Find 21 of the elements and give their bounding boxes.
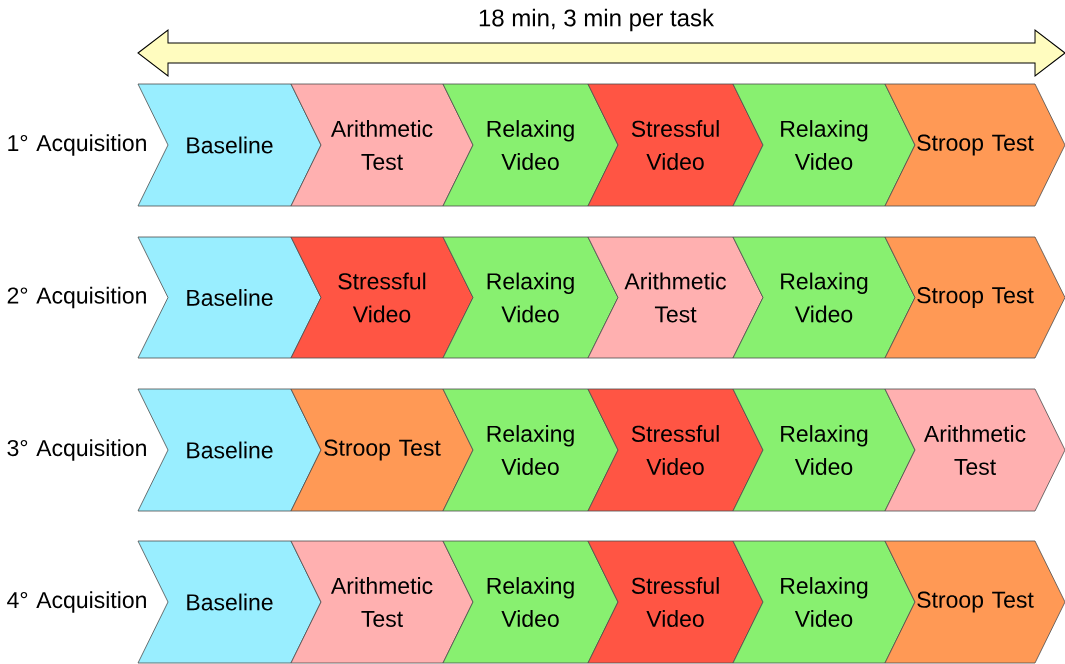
chevron-step: Stroop Test	[884, 540, 1065, 664]
duration-label: 18 min, 3 min per task	[479, 8, 715, 32]
chevron-step: Relaxing Video	[442, 83, 619, 207]
chevron-step: Stroop Test	[290, 388, 474, 512]
chevron-step: Arithmetic Test	[290, 83, 474, 207]
chevron-step: Stressful Video	[587, 540, 764, 664]
chevron-step: Arithmetic Test	[884, 388, 1065, 512]
chevron-step: Stressful Video	[290, 236, 474, 359]
chevron-step: Stroop Test	[884, 83, 1065, 207]
chevron-step: Relaxing Video	[442, 388, 619, 512]
chevron-step: Relaxing Video	[732, 540, 916, 664]
chevron-step: Relaxing Video	[442, 236, 619, 359]
chevron-step: Stressful Video	[587, 388, 764, 512]
chevron-step: Arithmetic Test	[290, 540, 474, 664]
chevron-step: Relaxing Video	[442, 540, 619, 664]
chevron-step: Arithmetic Test	[587, 236, 764, 359]
chevron-step: Stressful Video	[587, 83, 764, 207]
chevron-step: Relaxing Video	[732, 388, 916, 512]
chevron-step: Relaxing Video	[732, 83, 916, 207]
chevron-step: Relaxing Video	[732, 236, 916, 359]
chevron-step: Stroop Test	[884, 236, 1065, 359]
